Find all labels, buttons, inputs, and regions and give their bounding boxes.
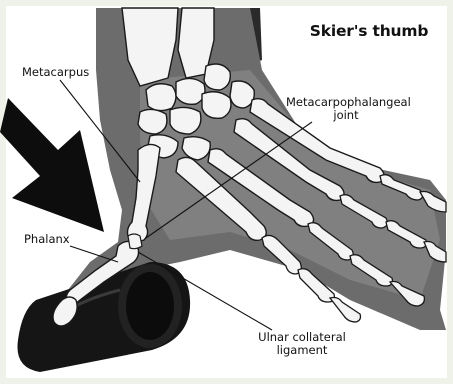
force-arrow-icon <box>0 98 104 232</box>
label-phalanx-text: Phalanx <box>24 232 70 246</box>
label-metacarpus-text: Metacarpus <box>22 65 89 79</box>
label-ucl: Ulnar collateral ligament <box>252 331 352 357</box>
ulnar-collateral-ligament <box>128 234 142 249</box>
figure-title: Skier's thumb <box>299 22 439 40</box>
label-phalanx: Phalanx <box>24 233 70 246</box>
label-metacarpus: Metacarpus <box>22 66 89 79</box>
label-ucl-line2: ligament <box>252 344 352 357</box>
label-mcp-joint: Metacarpophalangeal joint <box>286 96 406 122</box>
forearm-bones <box>122 8 214 86</box>
label-mcp-joint-line2: joint <box>286 109 406 122</box>
